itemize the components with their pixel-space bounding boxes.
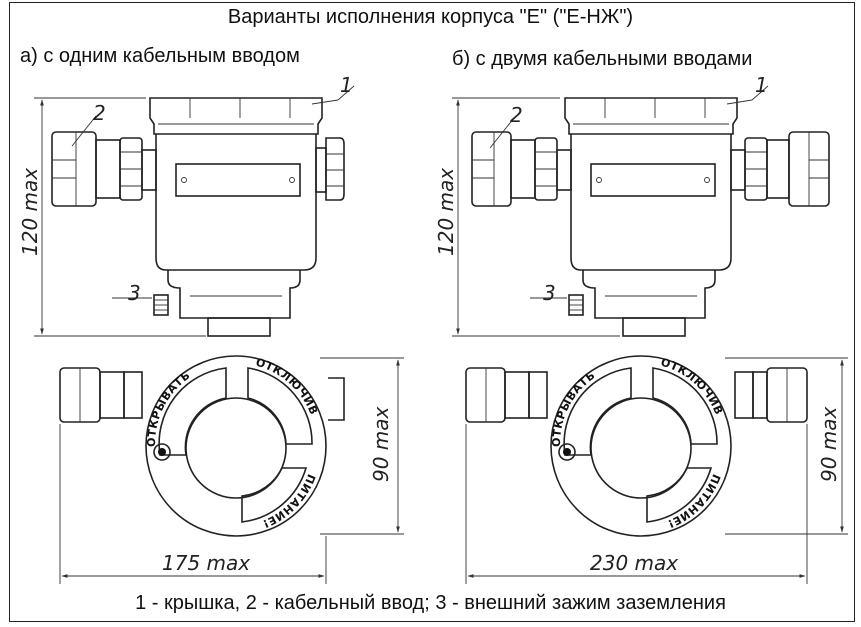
width-dimension: 175 max (162, 551, 250, 575)
locking-screw (558, 443, 576, 461)
legend-text: 1 - крышка, 2 - кабельный ввод; 3 - внеш… (135, 592, 726, 614)
lid (149, 97, 323, 135)
variant-a-caption: а) с одним кабельным вводом (20, 45, 300, 67)
nameplate (590, 163, 716, 197)
ring-label-power: ПИТАНИЕ! (666, 472, 723, 530)
locking-screw (153, 443, 171, 461)
height-dimension: 120 max (18, 168, 42, 256)
housing-body (570, 134, 732, 271)
variant-b-caption: б) с двумя кабельными вводами (452, 48, 753, 70)
ring-label-power: ПИТАНИЕ! (261, 472, 318, 530)
callout-3: 3 (543, 281, 556, 305)
cable-gland-left (471, 131, 572, 207)
housing-body (155, 134, 317, 271)
nameplate (175, 163, 301, 197)
height-dimension: 120 max (434, 168, 458, 256)
callout-2: 2 (510, 103, 523, 127)
drawing-title: Варианты исполнения корпуса "Е" ("Е-НЖ") (227, 6, 634, 28)
label-segment-disconnect (652, 367, 718, 445)
svg-text:ПИТАНИЕ!: ПИТАНИЕ! (261, 472, 318, 530)
callout-2: 2 (93, 101, 106, 125)
label-segment-disconnect (247, 367, 313, 445)
svg-text:ПИТАНИЕ!: ПИТАНИЕ! (666, 472, 723, 530)
label-segment-open (158, 367, 227, 456)
gland-boss-right (315, 137, 345, 201)
cable-gland-left (51, 131, 157, 207)
depth-dimension: 90 max (817, 406, 841, 482)
callout-1: 1 (755, 73, 768, 97)
housing-ring (550, 355, 732, 537)
variant-a-top-view: ОТКРЫВАТЬ ОТКЛЮЧИВ ПИТАНИЕ! 90 max 175 m… (59, 355, 404, 584)
callout-1: 1 (340, 73, 353, 97)
variant-b-top-view: ОТКРЫВАТЬ ОТКЛЮЧИВ ПИТАНИЕ! 90 max 230 m… (465, 355, 848, 584)
callout-3: 3 (128, 281, 141, 305)
label-segment-open (563, 367, 632, 456)
housing-ring (145, 355, 327, 537)
variant-b-front-view: 1 2 3 120 max (434, 73, 830, 337)
depth-dimension: 90 max (369, 406, 393, 482)
lid (564, 97, 738, 135)
drawing-frame (9, 2, 855, 622)
cable-gland-right (730, 131, 830, 207)
width-dimension: 230 max (590, 551, 678, 575)
variant-a-front-view: 1 2 3 120 max (18, 73, 355, 337)
